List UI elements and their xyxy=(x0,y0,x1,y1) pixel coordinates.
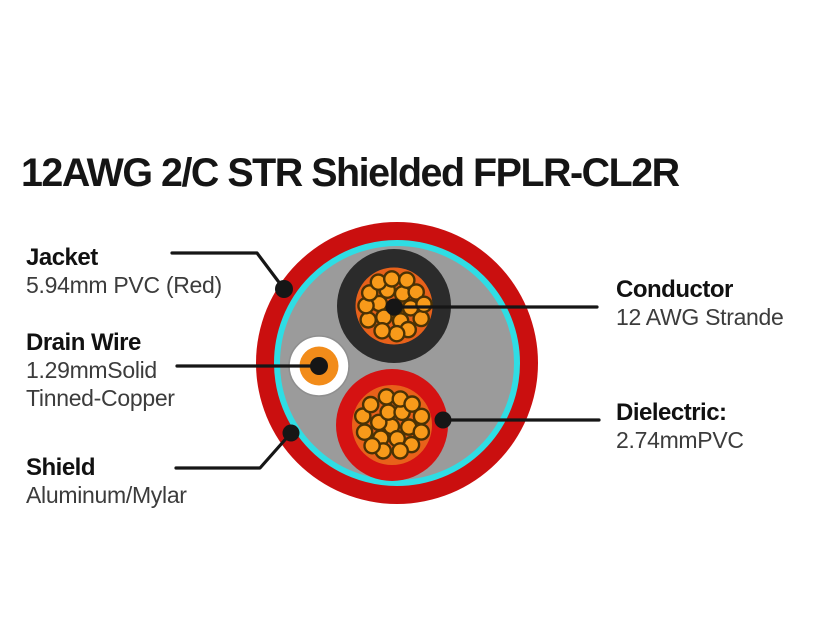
conductor-strand xyxy=(412,309,431,328)
conductor-strand xyxy=(391,442,410,460)
dielectric-label-detail: 2.74mmPVC xyxy=(616,427,744,453)
conductor-strand xyxy=(377,388,396,406)
drain-wire-label-detail-2: Tinned-Copper xyxy=(26,385,175,411)
jacket-label-detail: 5.94mm PVC (Red) xyxy=(26,272,222,298)
conductor-strand xyxy=(403,395,421,413)
shield-label-detail: Aluminum/Mylar xyxy=(26,482,187,508)
conductor-strand xyxy=(382,270,401,288)
conductor-strand xyxy=(387,324,406,343)
conductor-strand xyxy=(397,271,416,290)
shield-label: Shield Aluminum/Mylar xyxy=(26,455,187,509)
shield-label-heading: Shield xyxy=(26,454,96,481)
conductor-bottom-strands xyxy=(353,388,431,460)
dielectric-leader-dot xyxy=(434,411,452,429)
drain-wire-label: Drain Wire 1.29mmSolid Tinned-Copper xyxy=(26,330,175,412)
conductor-label-detail: 12 AWG Strande xyxy=(616,304,784,330)
jacket-leader-line xyxy=(170,251,286,291)
conductor-strand xyxy=(363,436,381,455)
jacket-leader-dot xyxy=(275,280,293,298)
drain-wire-label-heading: Drain Wire xyxy=(26,329,141,356)
conductor-strand xyxy=(412,407,431,426)
conductor-strand xyxy=(373,321,391,340)
conductor-bottom xyxy=(336,369,448,481)
dielectric-label: Dielectric: 2.74mmPVC xyxy=(616,400,744,454)
drain-wire-leader-dot xyxy=(310,357,328,375)
conductor-leader-dot xyxy=(385,298,403,316)
jacket-label-heading: Jacket xyxy=(26,244,98,271)
drain-wire-label-detail-1: 1.29mmSolid xyxy=(26,357,157,383)
dielectric-label-heading: Dielectric: xyxy=(616,399,727,426)
conductor-label: Conductor 12 AWG Strande xyxy=(616,277,784,331)
page-title: 12AWG 2/C STR Shielded FPLR-CL2R xyxy=(21,151,680,195)
conductor-strand xyxy=(415,295,433,314)
shield-leader-line xyxy=(174,431,293,470)
jacket-label: Jacket 5.94mm PVC (Red) xyxy=(26,245,222,299)
conductor-strand xyxy=(355,423,374,442)
conductor-strand xyxy=(412,423,431,441)
conductor-strand xyxy=(361,395,380,414)
conductor-strand xyxy=(407,283,426,301)
conductor-label-heading: Conductor xyxy=(616,276,733,303)
shield-leader-dot xyxy=(282,424,300,442)
conductor-strand xyxy=(359,311,378,329)
